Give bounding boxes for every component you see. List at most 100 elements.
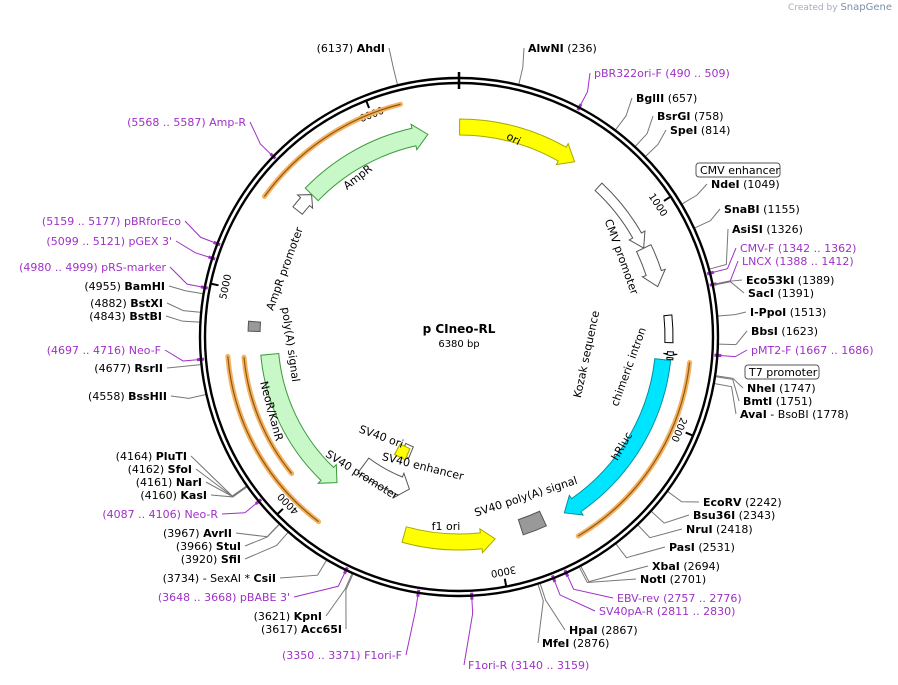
site-label-noti[interactable]: NotI (2701) xyxy=(640,573,706,586)
site-label-f1ori-r[interactable]: F1ori-R (3140 .. 3159) xyxy=(468,659,589,672)
leader-avrii xyxy=(235,524,280,538)
feature-label-ori: ori xyxy=(504,130,523,148)
site-label-f1ori-f[interactable]: (3350 .. 3371) F1ori-F xyxy=(282,649,402,662)
site-label-stui[interactable]: (3966) StuI xyxy=(176,540,241,553)
site-label-hpai[interactable]: HpaI (2867) xyxy=(569,624,638,637)
site-label-lncx[interactable]: LNCX (1388 .. 1412) xyxy=(742,255,854,268)
feature-cmv-promoter[interactable] xyxy=(635,244,667,288)
site-name: F1ori-F xyxy=(364,649,402,662)
feature-sv40-promoter[interactable] xyxy=(357,457,411,499)
feature-poly-a-signal[interactable] xyxy=(247,320,262,333)
feature-ampr-promoter[interactable] xyxy=(292,194,314,215)
feature-t7-promoter[interactable] xyxy=(663,351,678,357)
feature-hrluc[interactable] xyxy=(563,358,672,516)
site-label-nari[interactable]: (4161) NarI xyxy=(136,476,202,489)
site-position: (3617) xyxy=(261,623,301,636)
site-name: NotI xyxy=(640,573,666,586)
leader-neo-r xyxy=(221,501,259,515)
leader-ndei xyxy=(682,183,708,205)
site-position: (1342 .. 1362) xyxy=(774,242,856,255)
site-label-amp-r[interactable]: (5568 .. 5587) Amp-R xyxy=(127,116,246,129)
leader-mfei xyxy=(537,584,544,644)
site-label-eco53ki[interactable]: Eco53kI (1389) xyxy=(746,274,834,287)
site-label-bsu36i[interactable]: Bsu36I (2343) xyxy=(693,509,775,522)
feature-label-poly-a-signal: poly(A) signal xyxy=(279,306,302,382)
site-position: (1391) xyxy=(774,287,814,300)
site-position: (1049) xyxy=(740,178,780,191)
site-label-bglii[interactable]: BglII (657) xyxy=(636,92,697,105)
site-label-bsrgi[interactable]: BsrGI (758) xyxy=(657,110,724,123)
site-name: Neo-R xyxy=(184,508,218,521)
site-label-pbrforeco[interactable]: (5159 .. 5177) pBRforEco xyxy=(42,215,181,228)
feature-ori[interactable] xyxy=(459,118,576,166)
site-label-xbai[interactable]: XbaI (2694) xyxy=(652,560,720,573)
site-label-pgex-3[interactable]: (5099 .. 5121) pGEX 3' xyxy=(46,235,172,248)
site-label-mfei[interactable]: MfeI (2876) xyxy=(542,637,609,650)
site-position: (3967) xyxy=(163,527,203,540)
leader-pluti xyxy=(190,455,247,497)
site-label-ebv-rev[interactable]: EBV-rev (2757 .. 2776) xyxy=(617,592,742,605)
credit-brand: SnapGene xyxy=(840,2,892,13)
site-label-nrui[interactable]: NruI (2418) xyxy=(686,523,753,536)
site-label-bstxi[interactable]: (4882) BstXI xyxy=(90,297,163,310)
site-label-i-ppoi[interactable]: I-PpoI (1513) xyxy=(750,306,826,319)
site-label-sfoi[interactable]: (4162) SfoI xyxy=(128,463,192,476)
site-label-rsrii[interactable]: (4677) RsrII xyxy=(94,362,163,375)
leader-pbabe-3 xyxy=(293,570,347,598)
site-label-bstbi[interactable]: (4843) BstBI xyxy=(89,310,162,323)
site-label-asisi[interactable]: AsiSI (1326) xyxy=(732,223,803,236)
site-label-ecorv[interactable]: EcoRV (2242) xyxy=(703,496,782,509)
leader-csii xyxy=(279,560,327,579)
feature-kozak-sequence[interactable] xyxy=(666,356,674,361)
site-label-alwni[interactable]: AlwNI (236) xyxy=(528,42,597,55)
leader-cmv-f xyxy=(710,247,737,274)
site-label-sv40pa-r[interactable]: SV40pA-R (2811 .. 2830) xyxy=(599,605,735,618)
site-label-bbsi[interactable]: BbsI (1623) xyxy=(751,325,818,338)
site-label-pbabe-3[interactable]: (3648 .. 3668) pBABE 3' xyxy=(158,591,290,604)
site-position: (1326) xyxy=(763,223,803,236)
site-label-kpni[interactable]: (3621) KpnI xyxy=(254,610,322,623)
site-label-prs-marker[interactable]: (4980 .. 4999) pRS-marker xyxy=(19,261,166,274)
site-label-acc65i[interactable]: (3617) Acc65I xyxy=(261,623,342,636)
feature-sv40-ori[interactable] xyxy=(393,443,411,461)
site-label-spei[interactable]: SpeI (814) xyxy=(670,124,730,137)
site-label-cmv-f[interactable]: CMV-F (1342 .. 1362) xyxy=(740,242,856,255)
leader-pgex-3 xyxy=(175,240,212,259)
boxed-label-text: T7 promoter xyxy=(748,366,818,379)
site-name: Neo-F xyxy=(129,344,161,357)
feature-neor-kanr[interactable] xyxy=(260,353,338,484)
site-label-bamhi[interactable]: (4955) BamHI xyxy=(84,280,165,293)
site-label-pmt2-f[interactable]: pMT2-F (1667 .. 1686) xyxy=(751,344,874,357)
site-label-neo-r[interactable]: (4087 .. 4106) Neo-R xyxy=(102,508,218,521)
feature-sv40-poly-a-signal[interactable] xyxy=(517,510,548,536)
feature-cmv-enhancer[interactable] xyxy=(594,182,646,249)
site-label-ndei[interactable]: NdeI (1049) xyxy=(711,178,780,191)
site-label-bsshii[interactable]: (4558) BssHII xyxy=(88,390,167,403)
site-name: XbaI xyxy=(652,560,680,573)
site-label-pluti[interactable]: (4164) PluTI xyxy=(116,450,187,463)
site-position: (657) xyxy=(664,92,697,105)
site-name: Acc65I xyxy=(301,623,342,636)
site-label-avrii[interactable]: (3967) AvrII xyxy=(163,527,232,540)
site-label-avai[interactable]: AvaI - BsoBI (1778) xyxy=(740,408,849,421)
site-label-kasi[interactable]: (4160) KasI xyxy=(140,489,207,502)
site-label-sfii[interactable]: (3920) SfiI xyxy=(181,553,241,566)
site-label-csii[interactable]: (3734) - SexAI * CsiI xyxy=(163,572,276,585)
site-label-bmti[interactable]: BmtI (1751) xyxy=(743,395,812,408)
site-label-nhei[interactable]: NheI (1747) xyxy=(747,382,816,395)
site-label-snabi[interactable]: SnaBI (1155) xyxy=(724,203,800,216)
feature-f1-ori[interactable] xyxy=(401,526,496,554)
site-name: pGEX 3' xyxy=(128,235,172,248)
site-label-neo-f[interactable]: (4697 .. 4716) Neo-F xyxy=(47,344,161,357)
leader-sv40pa-r xyxy=(553,578,596,612)
site-label-pbr322ori-f[interactable]: pBR322ori-F (490 .. 509) xyxy=(594,67,730,80)
site-label-ahdi[interactable]: (6137) AhdI xyxy=(317,42,385,55)
plasmid-length: 6380 bp xyxy=(438,339,479,350)
site-label-saci[interactable]: SacI (1391) xyxy=(748,287,814,300)
leader-pmt2-f xyxy=(718,349,748,358)
site-label-pasi[interactable]: PasI (2531) xyxy=(669,541,735,554)
feature-ampr[interactable] xyxy=(304,123,429,202)
orf-arcs xyxy=(225,101,693,539)
feature-chimeric-intron[interactable] xyxy=(663,314,674,344)
site-position: (2242) xyxy=(742,496,782,509)
